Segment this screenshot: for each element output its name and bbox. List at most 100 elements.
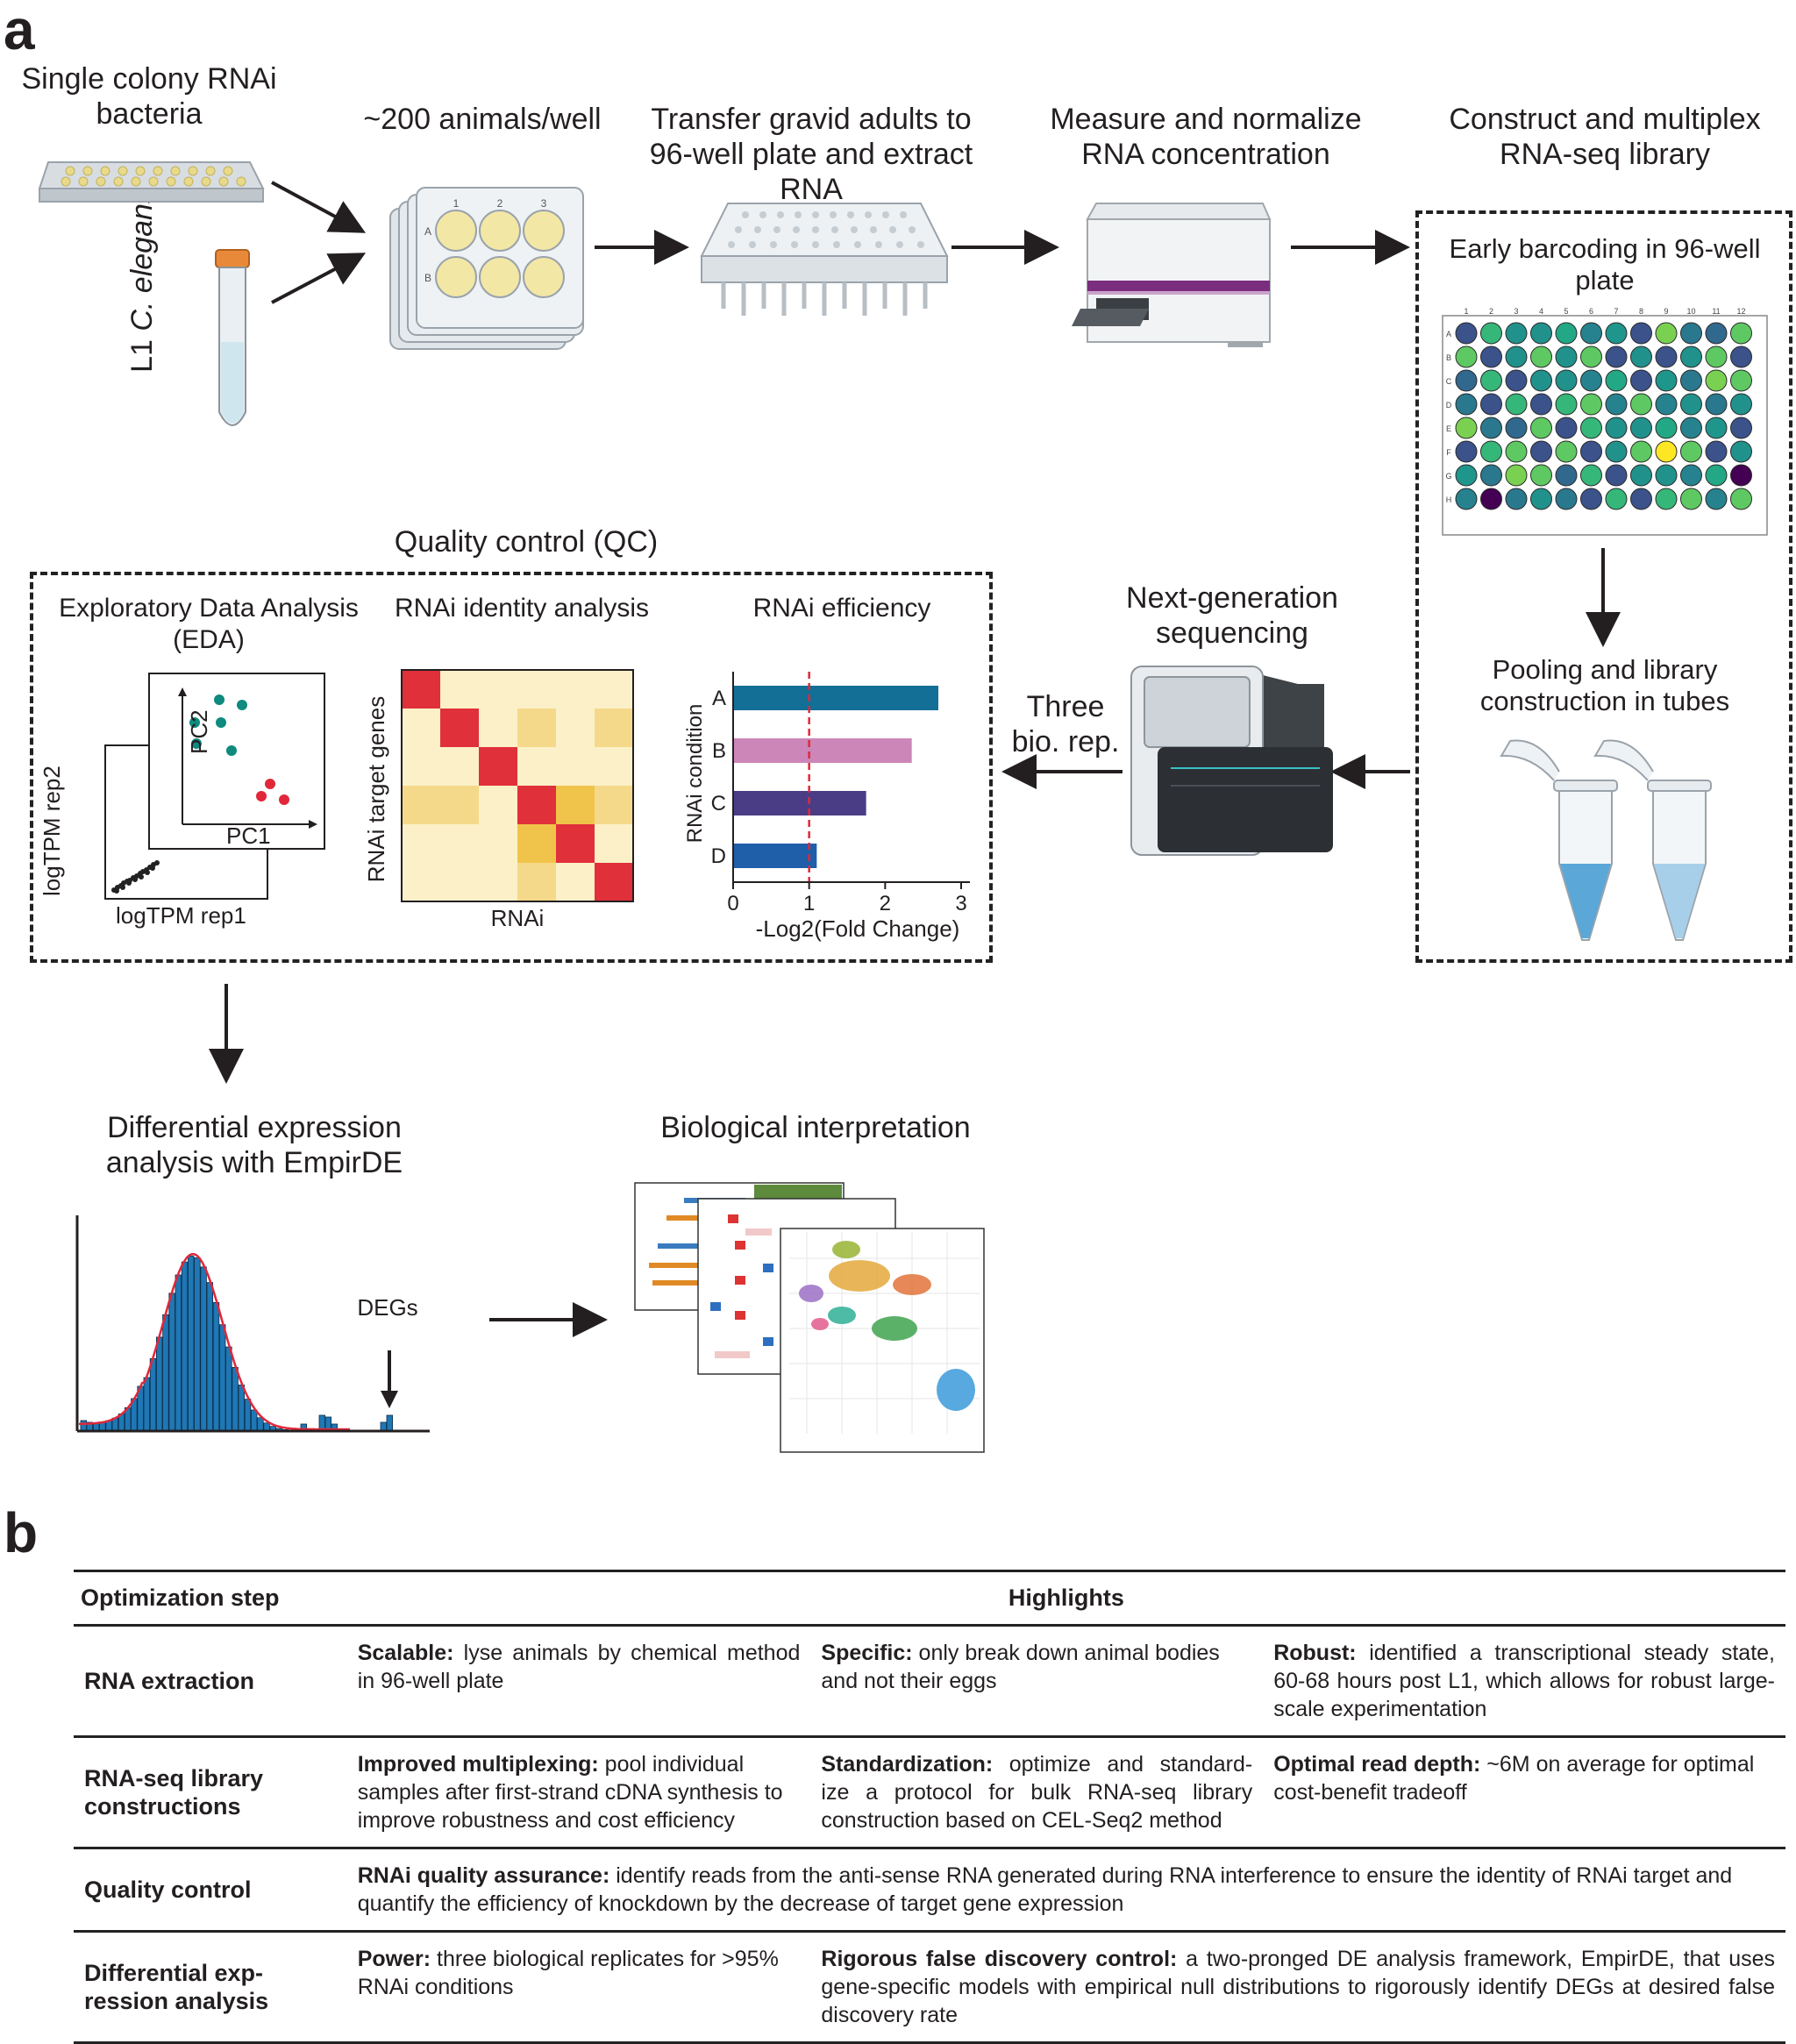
arrow-worms-to-plate: [272, 256, 360, 303]
eda-x-label: logTPM rep1: [116, 902, 246, 929]
table-row: RNA extraction Scalable: lyse animals by…: [74, 1626, 1785, 1737]
identity-cell: [595, 786, 633, 824]
plate96-col-label: 1: [1464, 307, 1468, 316]
plate96-well: [1656, 465, 1677, 486]
plate96-well: [1456, 323, 1477, 344]
histogram-bar: [201, 1267, 207, 1431]
plate96-well: [1456, 441, 1477, 462]
plate96-row-label: F: [1446, 448, 1451, 457]
identity-cell: [402, 863, 440, 901]
plate96-col-label: 8: [1639, 307, 1643, 316]
plate96-well: [1456, 417, 1477, 438]
histogram-bar: [175, 1275, 182, 1431]
histogram-bar: [81, 1421, 87, 1431]
plate96-row-label: B: [1446, 353, 1451, 362]
plate96-well: [1556, 488, 1577, 509]
histogram-bar: [387, 1415, 393, 1431]
efficiency-x-label: -Log2(Fold Change): [756, 915, 960, 942]
cell-bold: RNAi quality assurance:: [358, 1863, 610, 1888]
cell-bold: Robust:: [1273, 1641, 1356, 1665]
plate96-well: [1631, 394, 1652, 415]
histogram-bar: [258, 1418, 264, 1431]
header-highlights: Highlights: [347, 1571, 1785, 1626]
cell-bold: Standardization:: [821, 1752, 993, 1777]
plate96-col-label: 12: [1736, 307, 1745, 316]
plate96-well: [1706, 488, 1727, 509]
plate96-well: [1556, 417, 1577, 438]
plate96-well: [1631, 370, 1652, 391]
eda-y-label: logTPM rep2: [42, 766, 65, 896]
plate96-well: [1606, 417, 1627, 438]
plate96-well: [1481, 417, 1502, 438]
plate6-row-b: B: [424, 272, 431, 284]
deep-well-plate-icon: [702, 203, 947, 316]
plate96-well: [1731, 441, 1752, 462]
efficiency-bar: [733, 844, 816, 868]
pc1-label: PC1: [226, 823, 271, 849]
identity-cell: [402, 824, 440, 863]
plate96-well: [1731, 488, 1752, 509]
plate96-well: [1481, 370, 1502, 391]
plate96-col-label: 7: [1614, 307, 1618, 316]
histogram-bar: [219, 1325, 225, 1431]
de-histogram: DEGs: [61, 1201, 438, 1447]
plate96-row-label: C: [1446, 377, 1452, 386]
plate96-well: [1731, 370, 1752, 391]
plate96-well: [1456, 465, 1477, 486]
ngs-caption: Next-generation sequencing: [1096, 580, 1368, 651]
plate96-well: [1631, 488, 1652, 509]
plate96-well: [1681, 370, 1702, 391]
identity-cell: [440, 747, 479, 786]
plate96-well: [1656, 394, 1677, 415]
plate96-well: [1656, 441, 1677, 462]
plate96-well: [1556, 465, 1577, 486]
plate96-well: [1656, 370, 1677, 391]
identity-cell: [556, 747, 595, 786]
efficiency-title: RNAi efficiency: [710, 593, 973, 624]
plate96-well: [1731, 417, 1752, 438]
degs-label: DEGs: [357, 1294, 417, 1321]
eda-title: Exploratory Data Analysis (EDA): [42, 593, 375, 656]
plate96-well: [1481, 488, 1502, 509]
plate6-col-1: 1: [453, 197, 460, 210]
row-step-label: RNA-seq library constructions: [74, 1737, 347, 1848]
plate96-well: [1481, 323, 1502, 344]
plate96-well: [1481, 465, 1502, 486]
plate96-well: [1731, 465, 1752, 486]
cell-bold: Power:: [358, 1947, 431, 1971]
worm-tube-icon: [216, 250, 249, 425]
plate96-well: [1456, 370, 1477, 391]
sequencer-icon: [1131, 666, 1333, 855]
plate96-well: [1506, 370, 1527, 391]
identity-cell: [517, 709, 556, 747]
identity-cell: [402, 786, 440, 824]
identity-heatmap: RNAi RNAi target genes: [360, 666, 649, 938]
cell-bold: Scalable:: [358, 1641, 454, 1665]
row-cell: RNAi quality assurance: identify reads f…: [347, 1848, 1785, 1932]
three-rep-caption: Three bio. rep.: [1008, 689, 1122, 759]
plate96-well: [1706, 417, 1727, 438]
plate96-well: [1506, 346, 1527, 367]
identity-y-label: RNAi target genes: [363, 696, 389, 882]
plate96-well: [1506, 441, 1527, 462]
plate96-well: [1706, 370, 1727, 391]
plate96-well: [1531, 346, 1552, 367]
efficiency-category-label: C: [711, 792, 726, 815]
efficiency-category-label: A: [712, 687, 726, 710]
efficiency-bar: [733, 738, 912, 763]
efficiency-category-label: D: [711, 844, 726, 868]
plate96-well: [1606, 370, 1627, 391]
spectrophotometer-icon: [1072, 203, 1270, 347]
histogram-bar: [245, 1399, 251, 1431]
cell-bold: Specific:: [821, 1641, 912, 1665]
identity-cell: [556, 670, 595, 709]
plate96-well: [1556, 394, 1577, 415]
histogram-bar: [150, 1358, 156, 1431]
efficiency-tick-label: 3: [955, 892, 966, 915]
plate96-col-label: 4: [1539, 307, 1543, 316]
pc2-label: PC2: [186, 709, 212, 754]
plate96-well: [1531, 465, 1552, 486]
